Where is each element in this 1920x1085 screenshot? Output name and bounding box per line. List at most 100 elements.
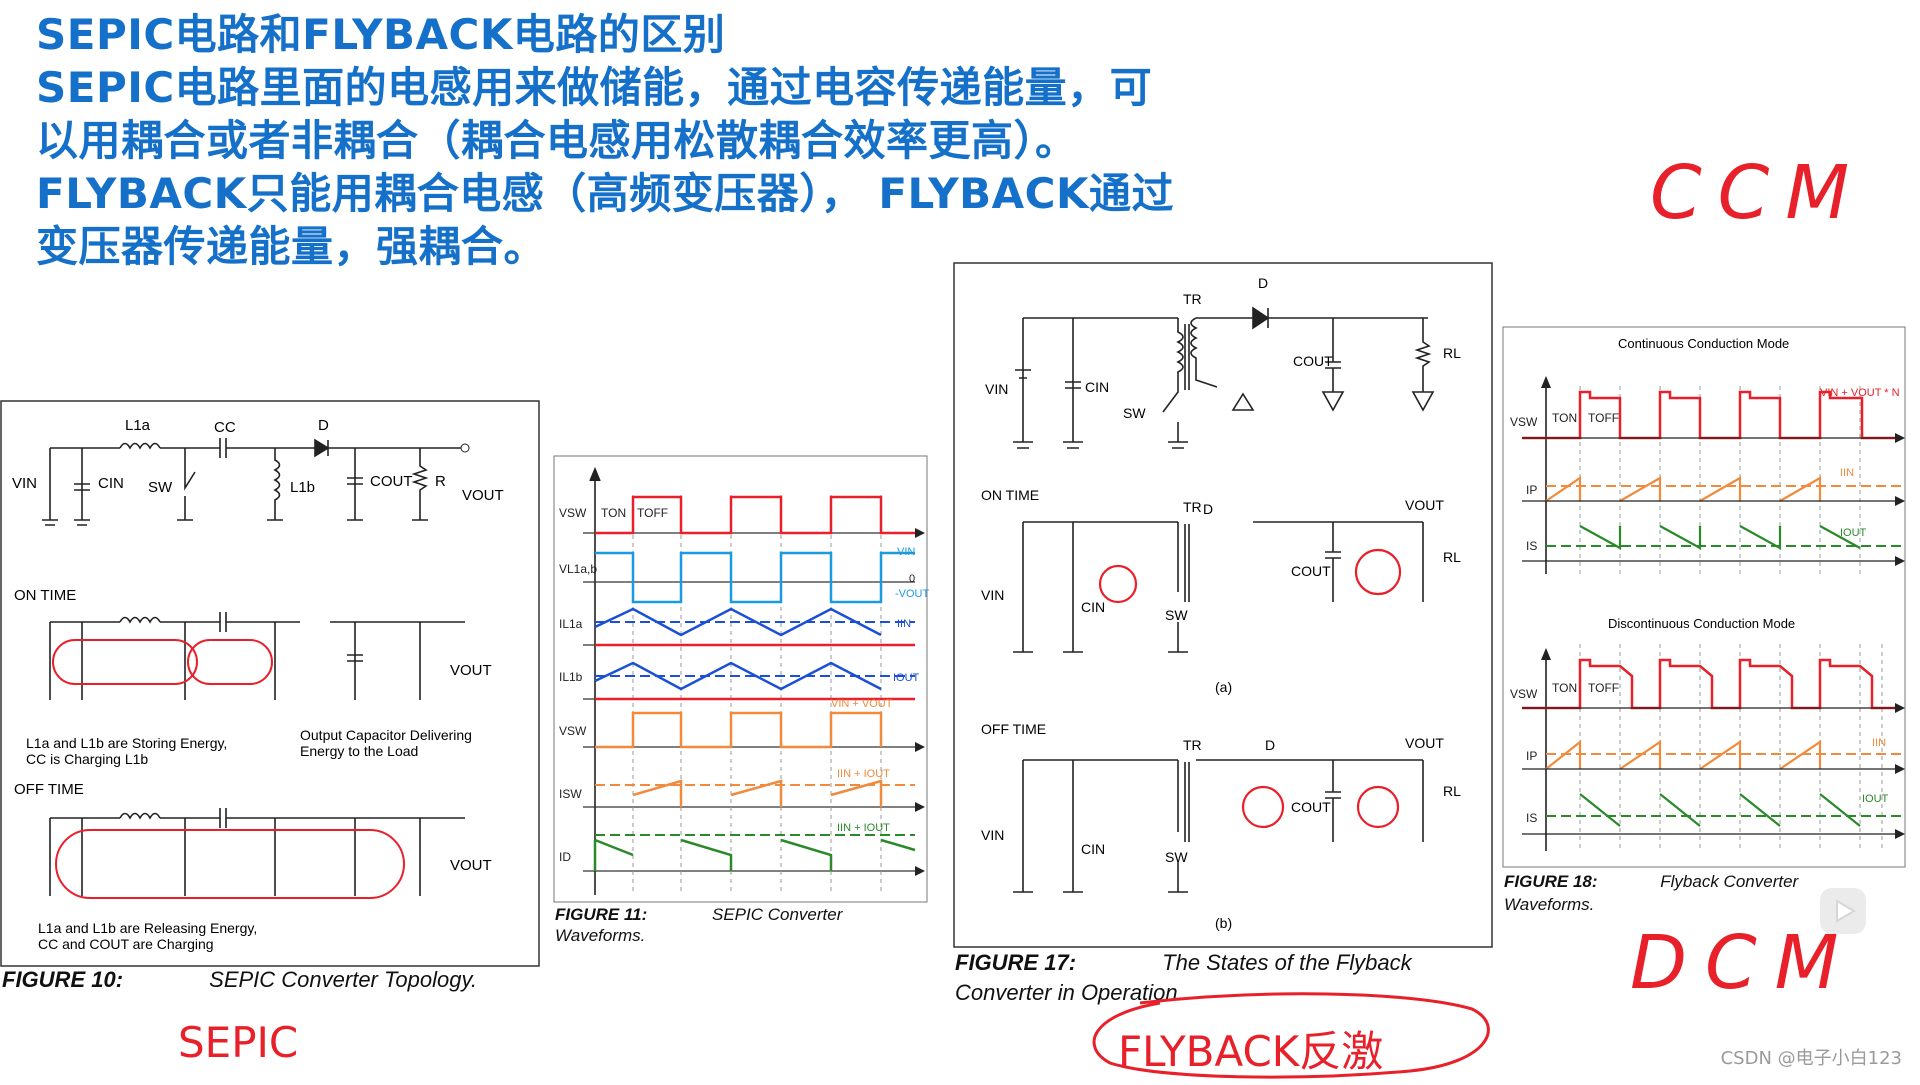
figure-18-panel: Continuous Conduction Mode VSW IP IS TON… (1502, 326, 1908, 870)
figure-18-caption-text: Flyback Converter (1660, 872, 1799, 891)
figure-18-waveforms: Continuous Conduction Mode VSW IP IS TON… (1502, 326, 1906, 868)
sepic-annotation: SEPIC (178, 1018, 299, 1067)
figure-17-caption-text-2: Converter in Operation. (955, 980, 1184, 1005)
f11-row-id: ID (559, 850, 571, 864)
f10-off-time-label: OFF TIME (14, 781, 84, 798)
title-line-5: 变压器传递能量，强耦合。 (36, 222, 547, 271)
f18-dcm-is: IS (1526, 811, 1537, 825)
f17-rl-label: RL (1443, 345, 1461, 361)
f17-on-cin: CIN (1081, 599, 1105, 615)
f11-right-vin-vout: VIN + VOUT (831, 698, 893, 710)
figure-10-label: FIGURE 10: (2, 967, 124, 992)
figure-17-caption-text: The States of the Flyback (1162, 950, 1412, 975)
f10-vout-label: VOUT (462, 487, 504, 504)
figure-17-schematic: TR D VIN CIN SW COUT RL ON TIME VOUT VIN… (953, 262, 1493, 948)
figure-10-caption: FIGURE 10: SEPIC Converter Topology. (2, 967, 477, 993)
figure-11-caption: FIGURE 11: SEPIC Converter Waveforms. (555, 904, 842, 946)
f10-note-out-2: Energy to the Load (300, 743, 418, 759)
f18-ccm-ton: TON (1552, 411, 1577, 425)
f17-cout-label: COUT (1293, 353, 1333, 369)
f18-ccm-vsw: VSW (1510, 415, 1538, 429)
figure-11-caption-text: SEPIC Converter (712, 905, 843, 924)
f17-on-d: D (1203, 501, 1213, 517)
f17-on-vout: VOUT (1405, 497, 1444, 513)
figure-18-label: FIGURE 18: (1504, 872, 1598, 891)
f11-right-iin-iout-2: IIN + IOUT (837, 822, 890, 834)
f10-l1b-label: L1b (290, 479, 315, 496)
f11-row-vsw: VSW (559, 506, 587, 520)
f10-l1a-label: L1a (125, 417, 151, 434)
f17-off-cout: COUT (1291, 799, 1331, 815)
f17-vin-label: VIN (985, 381, 1008, 397)
f11-row-isw: ISW (559, 787, 582, 801)
f18-dcm-vsw: VSW (1510, 687, 1538, 701)
f10-note-out-1: Output Capacitor Delivering (300, 727, 472, 743)
f17-off-vin: VIN (981, 827, 1004, 843)
figure-18-caption: FIGURE 18: Flyback Converter Waveforms. (1504, 870, 1798, 916)
f11-right-iin-iout: IIN + IOUT (837, 768, 890, 780)
f17-on-rl: RL (1443, 549, 1461, 565)
f17-sub-b: (b) (1215, 915, 1232, 931)
f11-row-vsw2: VSW (559, 724, 587, 738)
f11-right-vin: VIN (897, 546, 915, 558)
figure-17-caption: FIGURE 17: The States of the Flyback Con… (955, 948, 1412, 1008)
f17-off-d: D (1265, 737, 1275, 753)
f18-dcm-ton: TON (1552, 681, 1577, 695)
f10-vin-label: VIN (12, 475, 37, 492)
f10-note-on-1: L1a and L1b are Storing Energy, (26, 735, 227, 751)
f11-right-vout: -VOUT (895, 588, 930, 600)
f17-sub-a: (a) (1215, 679, 1232, 695)
figure-11-waveforms: VSW VL1a,b IL1a IL1b VSW ISW ID TON TOFF… (553, 455, 930, 903)
f11-toff: TOFF (637, 506, 668, 520)
f17-on-sw: SW (1165, 607, 1188, 623)
figure-10-schematic: L1a CC D VIN CIN SW L1b COUT R VOUT ON T… (0, 400, 540, 967)
f17-on-vin: VIN (981, 587, 1004, 603)
f18-ccm-title: Continuous Conduction Mode (1618, 336, 1789, 351)
watermark: CSDN @电子小白123 (1720, 1048, 1902, 1069)
f18-dcm-iout: IOUT (1862, 793, 1889, 805)
figure-18-caption-text-2: Waveforms. (1504, 895, 1595, 914)
title-line-1: SEPIC电路和FLYBACK电路的区别 (36, 10, 726, 59)
figure-17-panel: TR D VIN CIN SW COUT RL ON TIME VOUT VIN… (953, 262, 1495, 950)
f17-on-tr: TR (1183, 499, 1202, 515)
f10-on-time-label: ON TIME (14, 587, 76, 604)
f18-ccm-iout: IOUT (1840, 527, 1867, 539)
f17-sw-label: SW (1123, 405, 1146, 421)
f17-on-cout: COUT (1291, 563, 1331, 579)
f17-cin-label: CIN (1085, 379, 1109, 395)
figure-10-caption-text: SEPIC Converter Topology. (209, 967, 477, 992)
dcm-annotation: DCM (1630, 920, 1857, 1006)
f18-ccm-ip: IP (1526, 483, 1537, 497)
f11-right-iin: IIN (897, 618, 911, 630)
f17-off-time-label: OFF TIME (981, 721, 1046, 737)
f18-ccm-iin: IIN (1840, 467, 1854, 479)
f18-dcm-toff: TOFF (1588, 681, 1619, 695)
title-line-4: FLYBACK只能用耦合电感（高频变压器）， FLYBACK通过 (36, 169, 1175, 218)
f10-note-on-2: CC is Charging L1b (26, 751, 148, 767)
figure-10-panel: L1a CC D VIN CIN SW L1b COUT R VOUT ON T… (0, 400, 542, 968)
f17-off-vout: VOUT (1405, 735, 1444, 751)
f11-row-il1b: IL1b (559, 670, 583, 684)
play-button[interactable] (1820, 888, 1866, 934)
f10-note-off-2: CC and COUT are Charging (38, 936, 214, 952)
f10-cout-label: COUT (370, 473, 413, 490)
f11-ton: TON (601, 506, 626, 520)
figure-11-caption-text-2: Waveforms. (555, 926, 646, 945)
f11-right-iout: IOUT (893, 672, 920, 684)
f18-ccm-is: IS (1526, 539, 1537, 553)
f11-right-zero: 0 (909, 573, 915, 585)
f17-tr-label: TR (1183, 291, 1202, 307)
title-line-2: SEPIC电路里面的电感用来做储能，通过电容传递能量，可 (36, 63, 1153, 112)
f10-on-vout: VOUT (450, 662, 492, 679)
f18-dcm-title: Discontinuous Conduction Mode (1608, 616, 1795, 631)
f10-cc-label: CC (214, 419, 236, 436)
flyback-annotation: FLYBACK反激 (1118, 1027, 1384, 1076)
f17-off-tr: TR (1183, 737, 1202, 753)
figure-17-label: FIGURE 17: (955, 950, 1077, 975)
f17-off-rl: RL (1443, 783, 1461, 799)
f10-cin-label: CIN (98, 475, 124, 492)
f17-on-time-label: ON TIME (981, 487, 1039, 503)
f10-r-label: R (435, 473, 446, 490)
f17-off-sw: SW (1165, 849, 1188, 865)
f18-dcm-ip: IP (1526, 749, 1537, 763)
